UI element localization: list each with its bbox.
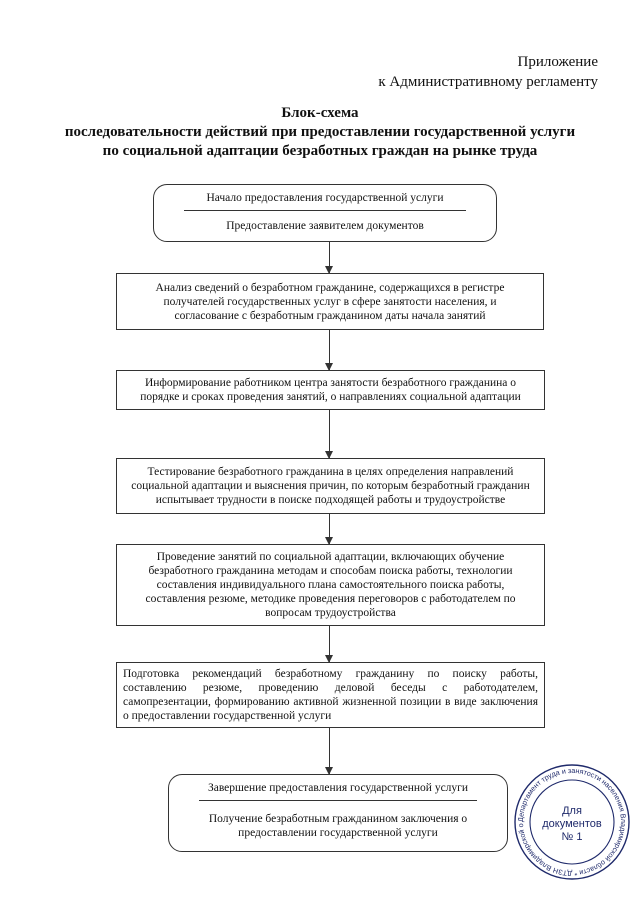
flow-arrow [325,330,333,371]
flow-arrow [325,626,333,663]
flow-arrow [325,728,333,775]
flow-step-testing: Тестирование безработного гражданина в ц… [116,458,545,514]
title-line-3: по социальной адаптации безработных граж… [102,143,538,159]
title-line-2: последовательности действий при предоста… [64,124,576,140]
document-title: Блок-схема последовательности действий п… [40,104,600,161]
flow-step-informing: Информирование работником центра занятос… [116,370,545,410]
official-stamp: Департамент труда и занятости населения … [512,762,630,880]
flow-start-block: Начало предоставления государственной ус… [153,184,497,242]
flow-end-block: Завершение предоставления государственно… [168,774,508,852]
flow-start-text: Предоставление заявителем документов [226,219,424,232]
appendix-line-2: к Административному регламенту [378,74,598,90]
flow-step-classes: Проведение занятий по социальной адаптац… [116,544,545,626]
appendix-header: Приложение к Административному регламент… [378,52,598,92]
flow-end-text: Получение безработным гражданином заключ… [208,812,468,839]
stamp-center-line-1: Для [562,805,582,817]
flow-start-header: Начало предоставления государственной ус… [184,185,466,211]
flow-arrow [325,514,333,545]
stamp-center-line-2: документов [542,818,602,830]
flow-arrow [325,242,333,274]
title-line-1: Блок-схема [281,105,359,121]
flow-arrow [325,410,333,459]
flow-step-recommendations: Подготовка рекомендаций безработному гра… [116,662,545,728]
flow-step-analysis: Анализ сведений о безработном гражданине… [116,273,544,330]
stamp-center-line-3: № 1 [562,831,583,843]
appendix-line-1: Приложение [517,54,598,70]
flow-end-header: Завершение предоставления государственно… [199,775,477,801]
